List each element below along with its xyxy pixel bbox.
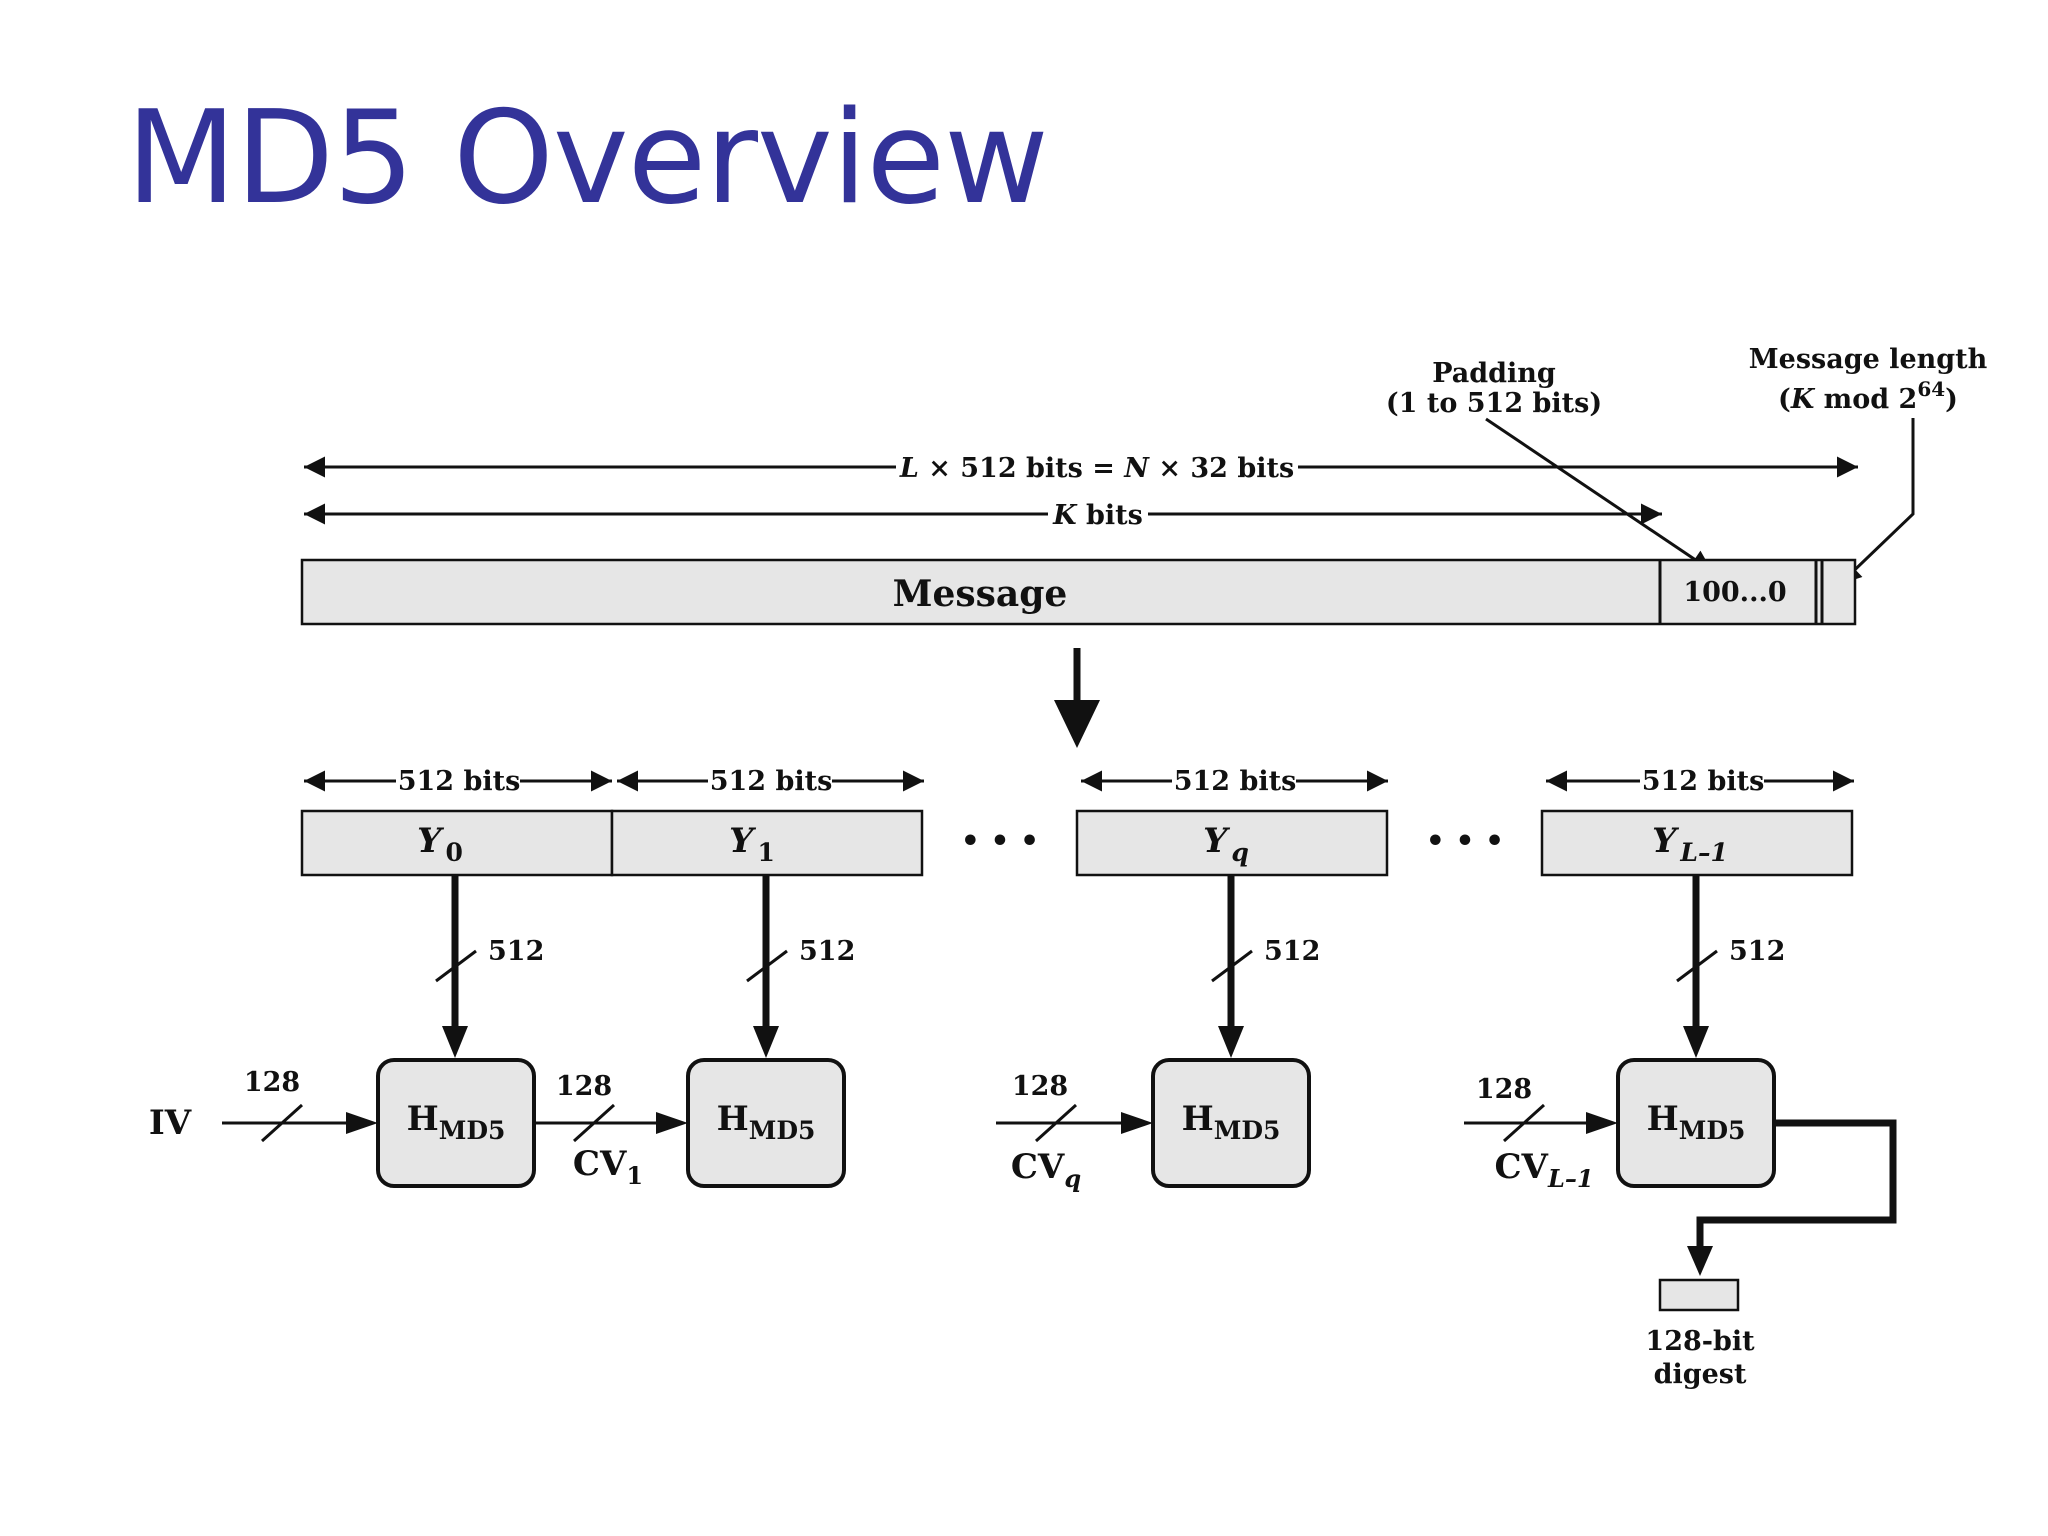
message-length-label: Message length: [1749, 344, 1988, 375]
svg-text:512 bits: 512 bits: [710, 766, 833, 797]
svg-text:128: 128: [556, 1071, 612, 1102]
svg-text:HMD5: HMD5: [1182, 1099, 1281, 1145]
padding-value: 100...0: [1683, 577, 1786, 608]
iv-label: IV: [149, 1103, 192, 1143]
message-label: Message: [893, 573, 1068, 615]
feed-1: 512: [746, 875, 855, 1058]
svg-text:512 bits: 512 bits: [398, 766, 521, 797]
svg-text:128: 128: [244, 1067, 300, 1098]
svg-text:CVL–1: CVL–1: [1494, 1147, 1593, 1193]
svg-text:CV1: CV1: [573, 1144, 643, 1190]
padding-label: Padding: [1432, 358, 1556, 389]
digest-label-2: digest: [1654, 1359, 1747, 1390]
feed-last: 512: [1676, 875, 1785, 1058]
block-size-1: 512 bits: [617, 764, 924, 798]
chain-cvlast: 128 CVL–1: [1464, 1074, 1618, 1193]
svg-text:HMD5: HMD5: [1647, 1099, 1746, 1145]
block-size-q: 512 bits: [1081, 764, 1388, 798]
feed-0: 512: [435, 875, 544, 1058]
total-length-label: L × 512 bits = N × 32 bits: [899, 453, 1294, 484]
svg-text:512: 512: [1729, 936, 1785, 967]
output-path: [1696, 1119, 1897, 1250]
block-y1: [610, 809, 924, 877]
ellipsis-1: • • •: [961, 824, 1039, 859]
chain-iv: 128: [222, 1067, 378, 1143]
length-pointer-arrow: [1838, 418, 1915, 586]
hash-unit-q: HMD5: [1151, 1058, 1311, 1188]
slide-title: MD5 Overview: [126, 84, 1049, 233]
svg-text:512 bits: 512 bits: [1642, 766, 1765, 797]
hash-unit-1: HMD5: [686, 1058, 846, 1188]
message-length-formula: (K mod 264): [1778, 377, 1958, 415]
svg-text:128: 128: [1476, 1074, 1532, 1105]
digest-label: 128-bit: [1645, 1326, 1755, 1357]
k-bits-label: K bits: [1052, 500, 1143, 531]
feed-q: 512: [1211, 875, 1320, 1058]
padding-pointer-arrow: [1485, 417, 1713, 573]
svg-text:HMD5: HMD5: [717, 1099, 816, 1145]
svg-text:512: 512: [488, 936, 544, 967]
svg-text:HMD5: HMD5: [407, 1099, 506, 1145]
ellipsis-2: • • •: [1426, 824, 1504, 859]
chain-cvq: 128 CVq: [996, 1071, 1153, 1193]
digest-box: [1658, 1278, 1740, 1312]
message-bar: [300, 558, 1857, 626]
svg-text:512: 512: [799, 936, 855, 967]
svg-text:CVq: CVq: [1011, 1147, 1081, 1193]
padding-range-label: (1 to 512 bits): [1386, 388, 1602, 419]
block-size-last: 512 bits: [1546, 764, 1854, 798]
block-size-0: 512 bits: [304, 764, 612, 798]
svg-text:512: 512: [1264, 936, 1320, 967]
chain-cv1: 128 CV1: [534, 1071, 688, 1190]
svg-text:512 bits: 512 bits: [1174, 766, 1297, 797]
svg-text:128: 128: [1012, 1071, 1068, 1102]
hash-unit-last: HMD5: [1616, 1058, 1776, 1188]
block-y0: [300, 809, 614, 877]
block-ylast: [1540, 809, 1854, 877]
hash-unit-0: HMD5: [376, 1058, 536, 1188]
